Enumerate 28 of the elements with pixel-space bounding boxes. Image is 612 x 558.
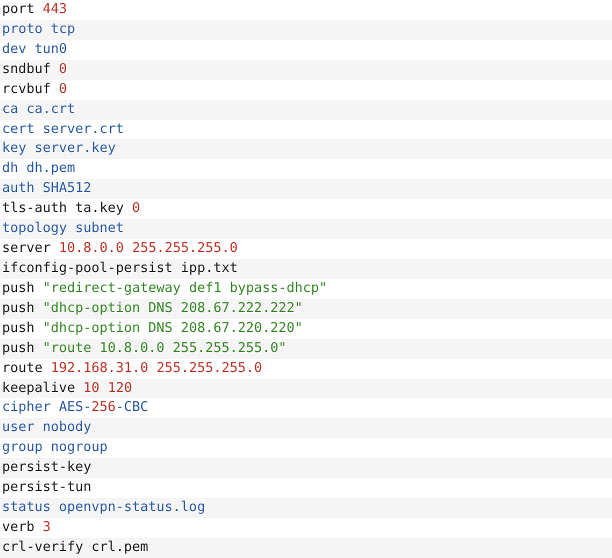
code-line: cert server.crt bbox=[1, 120, 124, 139]
code-line: port 443 bbox=[1, 0, 68, 19]
code-line: ifconfig-pool-persist ipp.txt bbox=[1, 258, 238, 278]
code-line: tls-auth ta.key 0 bbox=[1, 199, 140, 218]
code-line: group nogroup bbox=[1, 438, 108, 458]
code-line: ca ca.crt bbox=[1, 100, 76, 119]
code-line: route 192.168.31.0 255.255.255.0 bbox=[1, 358, 262, 378]
code-line: crl-verify crl.pem bbox=[1, 538, 148, 557]
code-line: dev tun0 bbox=[1, 40, 68, 59]
code-line: persist-key bbox=[1, 458, 92, 478]
code-line: sndbuf 0 bbox=[1, 60, 68, 79]
code-line: proto tcp bbox=[1, 20, 76, 39]
code-line: key server.key bbox=[1, 139, 116, 158]
code-line: push "dhcp-option DNS 208.67.220.220" bbox=[1, 318, 303, 338]
code-line: push "redirect-gateway def1 bypass-dhcp" bbox=[1, 278, 328, 298]
code-line: push "dhcp-option DNS 208.67.222.222" bbox=[1, 298, 303, 318]
code-line: persist-tun bbox=[1, 478, 92, 498]
code-line: rcvbuf 0 bbox=[1, 80, 68, 99]
code-line: status openvpn-status.log bbox=[1, 498, 206, 518]
code-line: user nobody bbox=[1, 418, 92, 438]
code-line: auth SHA512 bbox=[1, 179, 92, 198]
code-line: keepalive 10 120 bbox=[1, 378, 132, 398]
code-line: server 10.8.0.0 255.255.255.0 bbox=[1, 239, 238, 258]
code-line: topology subnet bbox=[1, 219, 124, 238]
code-line: push "route 10.8.0.0 255.255.255.0" bbox=[1, 338, 286, 358]
code-line: cipher AES-256-CBC bbox=[1, 398, 148, 418]
code-line: dh dh.pem bbox=[1, 159, 76, 178]
code-line: verb 3 bbox=[1, 518, 51, 537]
